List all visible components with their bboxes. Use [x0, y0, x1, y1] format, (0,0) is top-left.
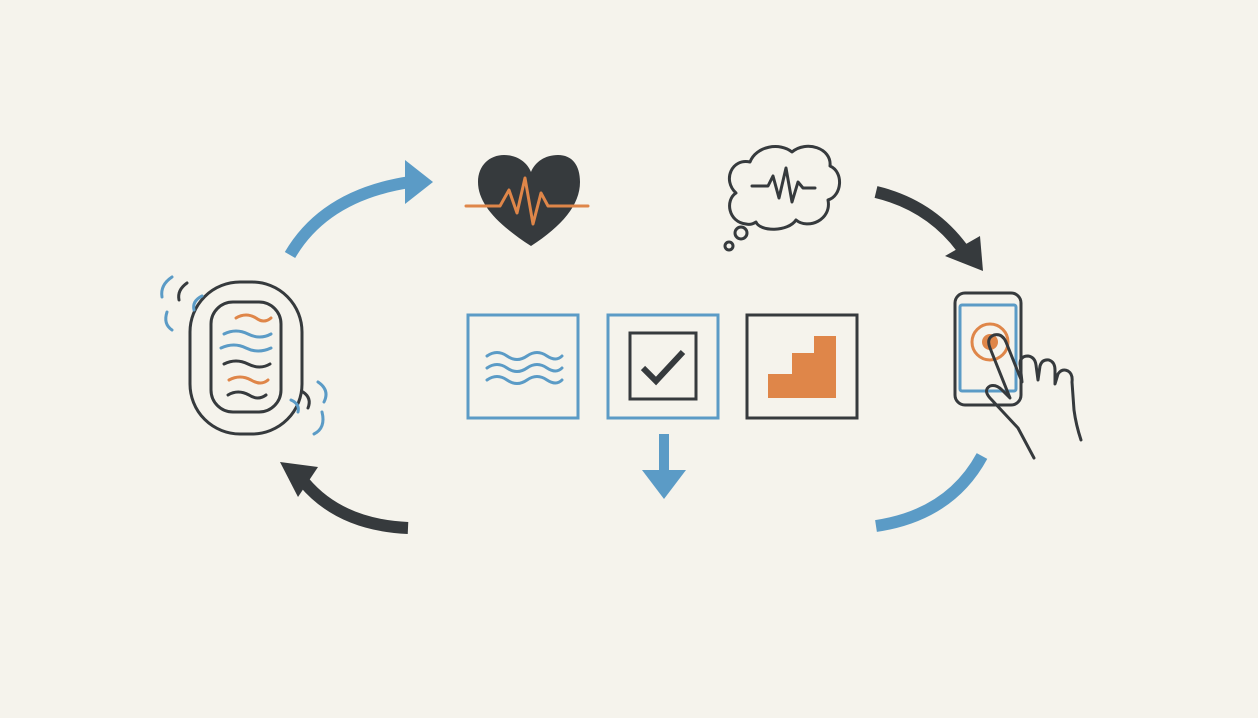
arrow-wearable-to-heart	[284, 160, 433, 259]
thought-bubble-pulse-icon	[723, 144, 841, 252]
waves-panel	[466, 313, 580, 420]
steps-icon	[768, 336, 836, 398]
arrow-thought-to-phone	[874, 186, 983, 271]
heart-rate-icon	[464, 155, 590, 246]
arrow-phone-return	[875, 453, 988, 532]
phone-tap-icon	[953, 291, 1083, 460]
check-panel	[606, 313, 720, 420]
down-arrow	[642, 434, 686, 499]
waves-icon	[485, 351, 564, 385]
vibrating-wearable-icon	[160, 275, 328, 436]
arrow-to-wearable	[280, 462, 409, 534]
checkmark-icon	[640, 349, 686, 386]
steps-panel	[745, 313, 859, 420]
